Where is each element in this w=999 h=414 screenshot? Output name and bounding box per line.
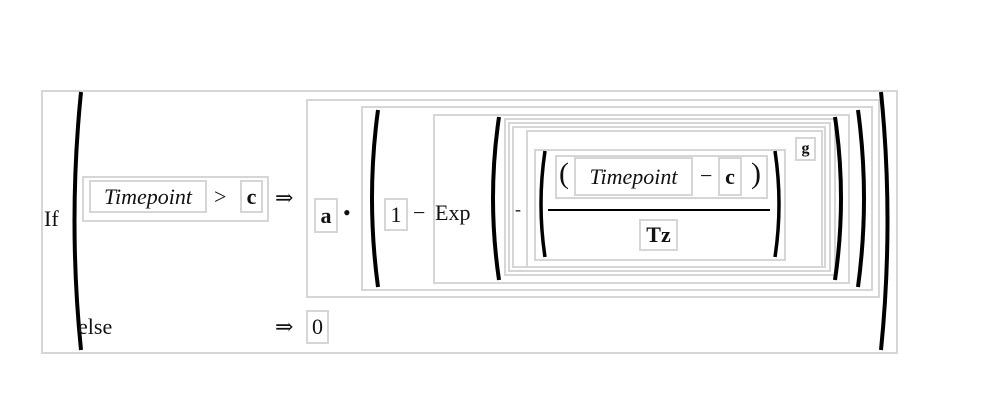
minus-operator: − xyxy=(413,200,426,225)
negation-box[interactable] xyxy=(508,122,831,272)
else-value[interactable]: 0 xyxy=(306,310,329,344)
exp-open-paren xyxy=(487,117,500,280)
else-keyword: else xyxy=(78,314,113,339)
numerator-open-paren: ( xyxy=(559,157,569,190)
condition-box[interactable] xyxy=(82,176,269,222)
numerator-minus-operator: − xyxy=(700,163,713,188)
exponent-param-g[interactable]: g xyxy=(795,137,816,161)
greater-than-operator: > xyxy=(214,184,227,209)
multiply-operator: • xyxy=(343,200,351,225)
condition-param-c[interactable]: c xyxy=(240,180,263,213)
denominator-param-tz[interactable]: Tz xyxy=(639,219,678,251)
else-implies-arrow: ⇒ xyxy=(275,314,294,339)
if-open-paren xyxy=(68,92,82,350)
param-a[interactable]: a xyxy=(314,198,338,233)
numerator-column-timepoint[interactable]: Timepoint xyxy=(574,157,693,196)
exp-argument-box[interactable] xyxy=(504,118,836,276)
formula-editor[interactable] xyxy=(41,90,898,354)
fraction-open-paren xyxy=(537,151,546,257)
fraction-paren-box[interactable] xyxy=(534,149,786,261)
power-box[interactable] xyxy=(526,130,823,268)
fraction-bar xyxy=(548,209,770,211)
open-paren xyxy=(366,110,379,287)
close-paren xyxy=(857,110,870,287)
condition-column-timepoint[interactable]: Timepoint xyxy=(89,180,207,213)
negation-operator: - xyxy=(515,199,521,219)
if-keyword: If xyxy=(44,206,59,231)
implies-arrow: ⇒ xyxy=(275,185,294,210)
exp-close-paren xyxy=(834,117,847,280)
product-paren-box[interactable] xyxy=(361,106,873,291)
exp-function-box[interactable] xyxy=(433,114,850,284)
fraction-close-paren xyxy=(774,151,783,257)
numerator-param-c[interactable]: c xyxy=(718,157,742,196)
constant-one[interactable]: 1 xyxy=(384,198,408,231)
exp-function-label: Exp xyxy=(435,200,471,225)
then-expression-box[interactable] xyxy=(306,99,880,298)
numerator-box[interactable] xyxy=(555,155,768,199)
numerator-close-paren: ) xyxy=(751,157,761,190)
if-close-paren xyxy=(880,92,894,350)
